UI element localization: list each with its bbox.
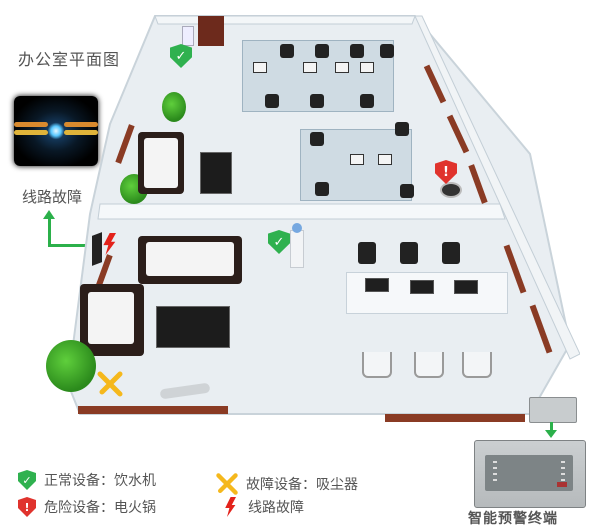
office-chair [395,122,409,136]
wire-right-icon [64,122,98,127]
monitor [454,280,478,294]
office-chair [400,242,418,264]
office-chair [358,242,376,264]
visitor-chair [462,352,492,378]
check-icon: ✓ [175,48,187,64]
office-chair [442,242,460,264]
lightning-bolt-icon [225,497,236,517]
terminal-panel [485,455,573,491]
office-chair [350,44,364,58]
legend-label: 线路故障 [248,500,304,516]
monitor [350,154,364,165]
water-dispenser [290,223,304,268]
wire-left-icon [14,130,48,135]
wiring-fault-label: 线路故障 [22,188,83,206]
office-chair [280,44,294,58]
coffee-table [200,152,232,194]
legend-item-danger: ! 危险设备：电火锅 [18,497,156,517]
potted-plant [46,340,96,392]
wrench-icon[interactable] [96,370,124,398]
status-normal-marker[interactable]: ✓ [170,44,192,68]
legend-item-normal: ✓ 正常设备：饮水机 [18,470,156,490]
monitor [410,280,434,294]
coffee-table [156,306,230,348]
legend-label: 故障设备：吸尘器 [246,477,358,493]
exclamation-icon: ! [443,164,449,180]
office-chair [360,94,374,108]
monitor [253,62,267,73]
office-chair [310,132,324,146]
water-dispenser [182,26,194,46]
legend-label: 危险设备：电火锅 [44,500,156,516]
visitor-chair [414,352,444,378]
sofa [138,236,242,284]
smart-alert-terminal-label: 智能预警终端 [468,511,558,527]
legend-item-fault: 故障设备：吸尘器 [214,472,358,496]
callout-connector-line [48,218,93,247]
monitor [303,62,317,73]
arrow-down-icon [550,422,553,432]
wire-left-icon [14,122,48,127]
office-chair [400,184,414,198]
alert-terminal-thumbnail [529,397,577,423]
status-danger-marker[interactable]: ! [435,160,457,184]
page-title: 办公室平面图 [18,50,121,69]
wire-right-icon [64,130,98,135]
arrow-up-icon [43,210,55,219]
office-chair [315,182,329,196]
monitor [360,62,374,73]
shield-check-icon: ✓ [18,470,36,490]
office-chair [310,94,324,108]
office-chair [315,44,329,58]
potted-plant [162,92,186,122]
check-icon: ✓ [273,234,285,250]
armchair [80,284,144,356]
wrench-icon [216,473,238,495]
monitor [378,154,392,165]
broken-wire-image [14,96,98,166]
office-floor-plan [46,14,580,434]
arrow-down-icon [545,430,557,438]
status-normal-marker[interactable]: ✓ [268,230,290,254]
electrical-panel [92,232,102,266]
rice-cooker [440,182,462,198]
monitor [365,278,389,292]
smart-alert-terminal[interactable] [474,440,586,508]
visitor-chair [362,352,392,378]
shield-exclamation-icon: ! [18,497,36,517]
monitor [335,62,349,73]
legend-item-wiring: 线路故障 [224,497,304,517]
office-chair [265,94,279,108]
sofa [138,132,184,194]
office-chair [380,44,394,58]
spark-icon [48,122,64,140]
legend-label: 正常设备：饮水机 [44,473,156,489]
